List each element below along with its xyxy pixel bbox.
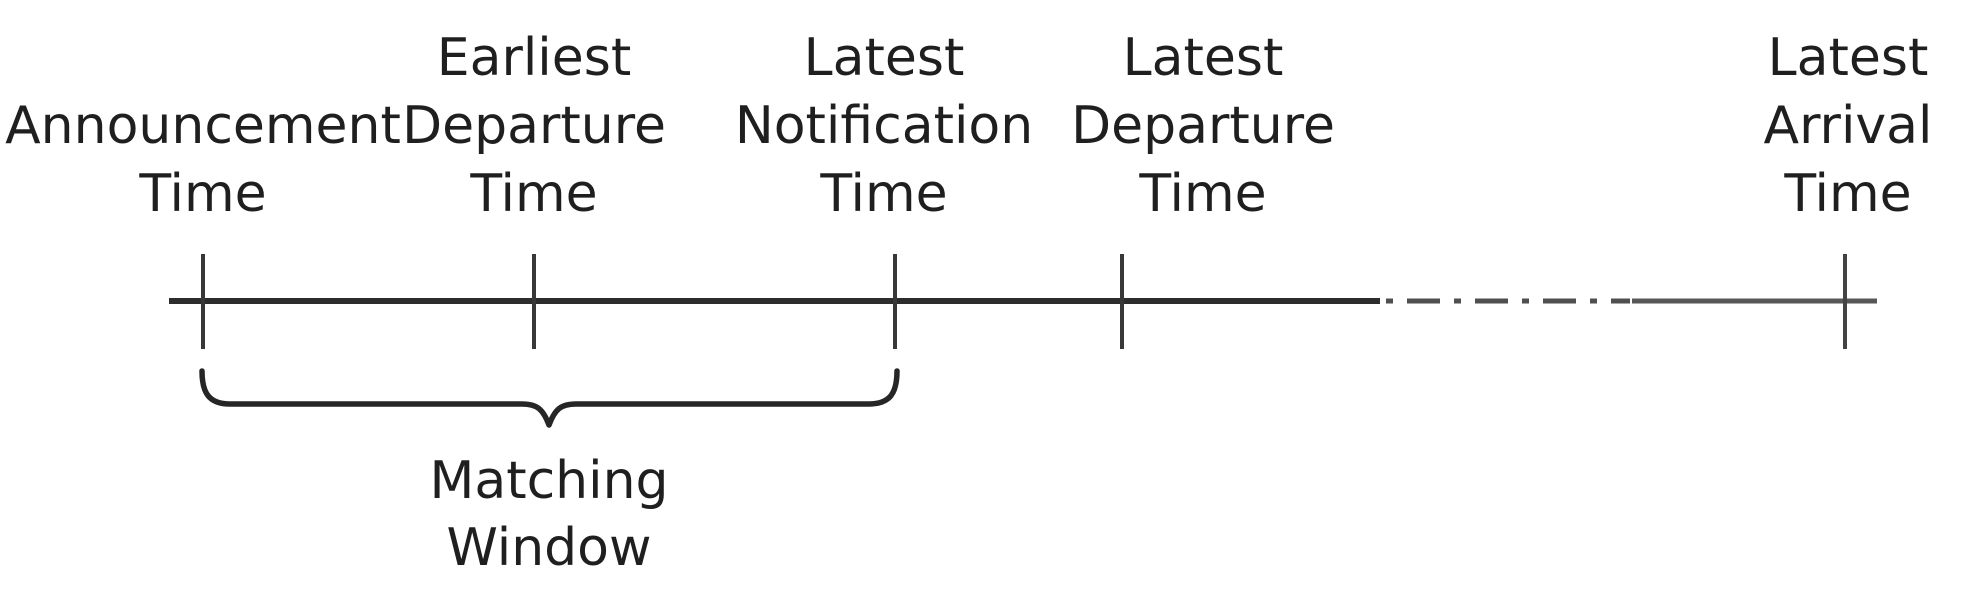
label-line: Departure: [402, 96, 666, 156]
label-line: Time: [1784, 164, 1912, 224]
label-line: Latest: [1767, 28, 1929, 88]
label-line: Announcement: [5, 96, 401, 156]
label-line: Time: [1139, 164, 1267, 224]
label-line: Time: [470, 164, 598, 224]
timeline-label-announcement-time: Announcement Time: [5, 92, 401, 228]
timeline-label-latest-notification-time: Latest Notification Time: [735, 24, 1033, 228]
label-line: Latest: [1122, 28, 1284, 88]
label-line: Notification: [734, 96, 1034, 156]
matching-window-label: Matching Window: [429, 448, 668, 582]
timeline-label-latest-arrival-time: Latest Arrival Time: [1764, 24, 1933, 228]
label-line: Matching: [429, 451, 669, 511]
matching-window-brace: [199, 368, 900, 428]
timeline-label-earliest-departure-time: Earliest Departure Time: [402, 24, 666, 228]
label-line: Arrival: [1763, 96, 1933, 156]
label-line: Window: [446, 518, 652, 578]
label-line: Earliest: [436, 28, 632, 88]
timeline-label-latest-departure-time: Latest Departure Time: [1071, 24, 1335, 228]
label-line: Departure: [1071, 96, 1335, 156]
label-line: Time: [820, 164, 948, 224]
label-line: Time: [139, 164, 267, 224]
label-line: Latest: [803, 28, 965, 88]
